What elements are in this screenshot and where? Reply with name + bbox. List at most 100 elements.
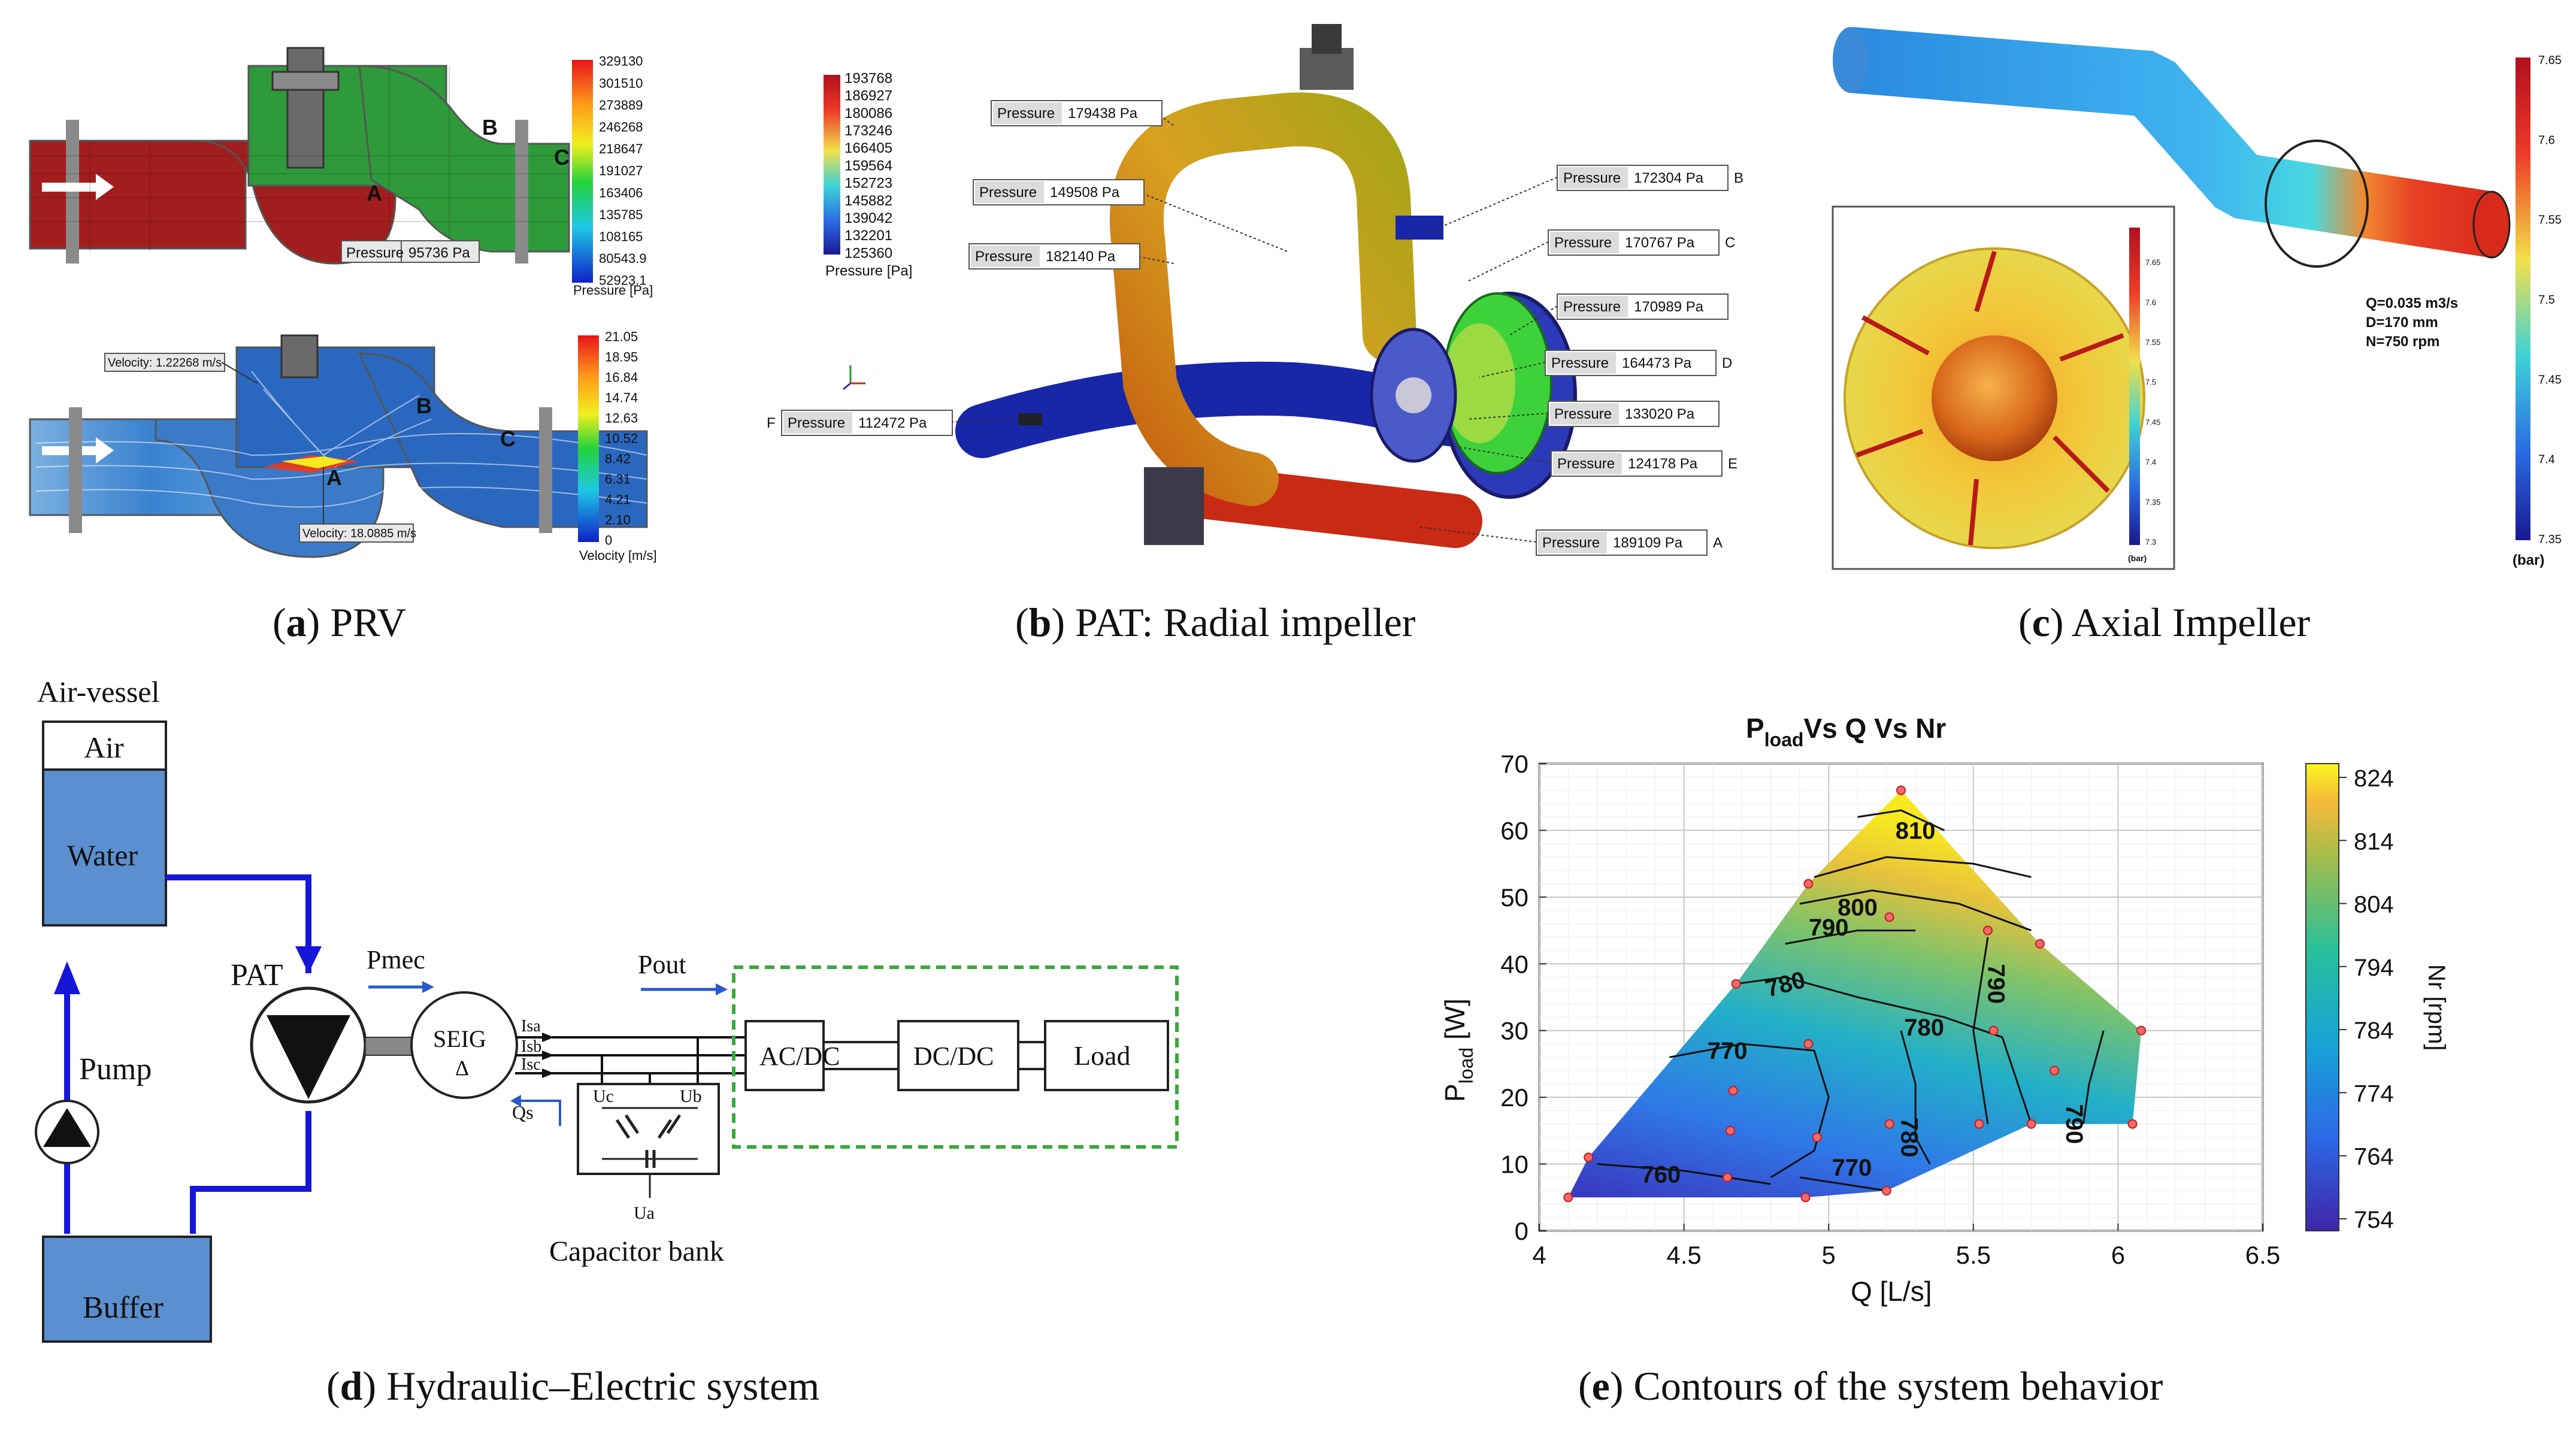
prv-pressure-colorbar bbox=[572, 60, 593, 283]
green-dashed-frame bbox=[732, 965, 1179, 1149]
pat-callout-label: Pressure bbox=[979, 184, 1037, 201]
contour-line bbox=[1799, 889, 2032, 931]
prv-pressure-tick: 218647 bbox=[599, 141, 643, 156]
prv-pressure-tick: 329130 bbox=[599, 54, 643, 69]
axial-inset-tick: 7.55 bbox=[2145, 338, 2160, 347]
y-tick-label: 0 bbox=[1515, 1217, 1528, 1245]
contour-line bbox=[1785, 930, 1916, 945]
prv-label-a: A bbox=[367, 181, 382, 205]
prv-velocity-tick: 12.63 bbox=[605, 411, 638, 426]
pat-callout-label: Pressure bbox=[1563, 170, 1621, 186]
data-point bbox=[2050, 1065, 2060, 1076]
pat-callout-value: 133020 Pa bbox=[1625, 406, 1695, 422]
axial-colorbar bbox=[2516, 57, 2530, 540]
axial-unit: (bar) bbox=[2513, 552, 2544, 568]
axial-param-n: N=750 rpm bbox=[2366, 334, 2439, 350]
colorbar-tick-label: 804 bbox=[2354, 892, 2394, 918]
pout-arrowhead bbox=[716, 983, 728, 995]
x-tick-label: 6.5 bbox=[2245, 1241, 2280, 1269]
x-tick-label: 5.5 bbox=[1956, 1241, 1991, 1269]
colorbar-tick-label: 764 bbox=[2354, 1144, 2394, 1170]
buffer-tank bbox=[42, 1236, 212, 1343]
air-vessel-label: Air-vessel bbox=[37, 675, 160, 709]
y-tick-label: 40 bbox=[1500, 950, 1528, 978]
pat-callout-value: 189109 Pa bbox=[1613, 535, 1683, 551]
data-point bbox=[1803, 879, 1814, 889]
seig-label: SEIG bbox=[433, 1025, 486, 1052]
prv-pressure-callout-label: Pressure bbox=[346, 245, 404, 261]
pat-scale-tick: 193768 bbox=[844, 70, 892, 86]
axial-scale-tick: 7.45 bbox=[2538, 373, 2562, 386]
panel-d-hydraulic: Air-vessel Air Water Pump Buffer PAT Pme… bbox=[35, 675, 1179, 1343]
contour-line bbox=[1857, 809, 1945, 831]
pat-scale-tick: 186927 bbox=[844, 88, 892, 104]
data-point bbox=[1881, 1186, 1891, 1196]
axial-scale-tick: 7.65 bbox=[2538, 54, 2562, 67]
contour-label: 780 bbox=[1896, 1118, 1922, 1158]
caption-c: (c) Axial Impeller bbox=[2018, 600, 2311, 645]
pat-scale-tick: 132201 bbox=[844, 228, 892, 244]
pat-callout-value: 124178 Pa bbox=[1628, 456, 1698, 472]
acdc-label: AC/DC bbox=[759, 1042, 840, 1071]
prv-pressure-tick: 301510 bbox=[599, 75, 643, 90]
pat-label: PAT bbox=[231, 958, 283, 992]
data-point bbox=[1725, 1125, 1735, 1136]
axial-inset-tick: 7.3 bbox=[2145, 538, 2156, 547]
pat-callout-label: Pressure bbox=[975, 249, 1033, 265]
air-label: Air bbox=[84, 731, 124, 764]
data-point bbox=[1800, 1192, 1811, 1203]
contour-label: 790 bbox=[2061, 1104, 2087, 1144]
pout-label: Pout bbox=[638, 950, 686, 979]
x-tick-label: 4 bbox=[1532, 1241, 1546, 1269]
data-point bbox=[2026, 1119, 2036, 1129]
x-tick-label: 4.5 bbox=[1666, 1241, 1701, 1269]
prv-pressure-unit: Pressure [Pa] bbox=[573, 283, 653, 298]
prv-velocity-callout-2: Velocity: 18.0885 m/s bbox=[302, 527, 416, 540]
data-point bbox=[1584, 1152, 1594, 1162]
data-point bbox=[1896, 785, 1906, 795]
air-vessel-air bbox=[42, 720, 167, 771]
pat-callout-label: Pressure bbox=[1554, 235, 1612, 251]
pat-callout-value: 149508 Pa bbox=[1050, 184, 1120, 201]
axial-scale-tick: 7.5 bbox=[2538, 293, 2555, 307]
pat-unit: Pressure [Pa] bbox=[825, 263, 912, 279]
pat-turbine-icon bbox=[267, 1015, 350, 1099]
axial-inset-unit: (bar) bbox=[2128, 553, 2147, 563]
prv-velocity-label-c: C bbox=[500, 426, 516, 451]
prv-pressure-tick: 135785 bbox=[599, 207, 643, 222]
axial-scale-tick: 7.6 bbox=[2538, 134, 2555, 147]
pump-label: Pump bbox=[79, 1052, 152, 1086]
prv-velocity-render bbox=[29, 334, 648, 558]
pat-scale: 1937681869271800861732461664051595641527… bbox=[844, 70, 892, 261]
contour-label: 770 bbox=[1832, 1155, 1872, 1181]
axial-scale-tick: 7.4 bbox=[2538, 453, 2555, 467]
qs-arrowhead bbox=[510, 1095, 521, 1107]
axial-inset-tick: 7.35 bbox=[2145, 498, 2160, 507]
contour-lines bbox=[1597, 809, 2105, 1192]
contour-line bbox=[1972, 937, 1989, 1124]
hydraulic-piping bbox=[64, 874, 311, 1234]
contour-label: 760 bbox=[1641, 1161, 1681, 1188]
axial-pipe-render bbox=[1833, 27, 2511, 268]
pat-callout-value: 179438 Pa bbox=[1068, 105, 1138, 122]
axial-scale: 7.657.67.557.57.457.47.35 bbox=[2538, 54, 2562, 546]
acdc-block bbox=[744, 1020, 825, 1091]
pat-colorbar bbox=[824, 75, 840, 255]
pat-callout-tag: D bbox=[1722, 355, 1732, 371]
pat-scale-tick: 139042 bbox=[844, 210, 892, 226]
pat-callout-value: 170767 Pa bbox=[1625, 235, 1695, 251]
axial-param-q: Q=0.035 m3/s bbox=[2366, 295, 2458, 311]
prv-velocity-label-a: A bbox=[326, 465, 342, 490]
pat-callout-value: 112472 Pa bbox=[858, 415, 927, 431]
caption-d: (d) Hydraulic–Electric system bbox=[326, 1363, 820, 1409]
colorbar-tick-label: 784 bbox=[2354, 1018, 2394, 1044]
pat-scale-tick: 166405 bbox=[844, 140, 892, 156]
axial-inset-tick: 7.4 bbox=[2145, 458, 2156, 467]
capacitor-bank bbox=[577, 1083, 720, 1198]
prv-velocity-tick: 0 bbox=[605, 533, 612, 548]
